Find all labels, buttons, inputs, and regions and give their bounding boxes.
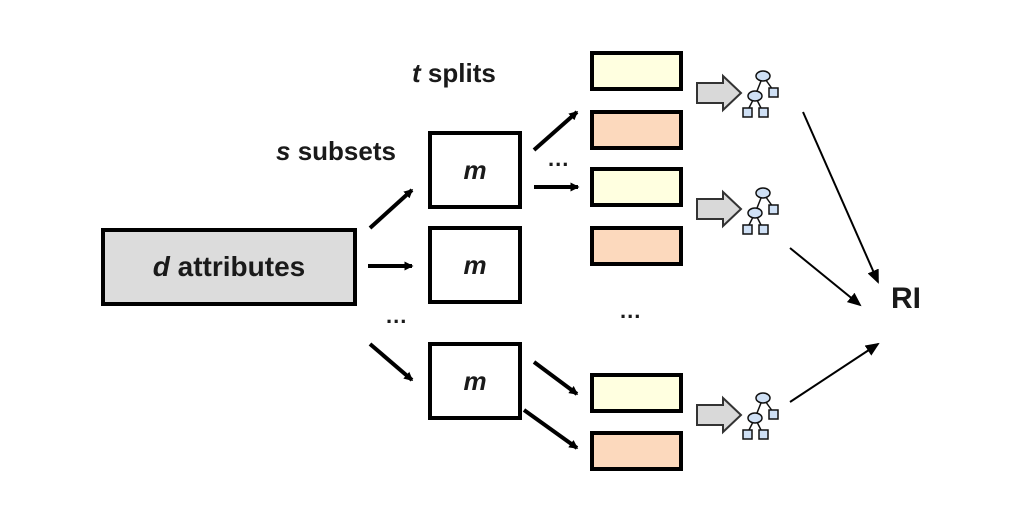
block-arrow-icon xyxy=(696,189,743,229)
subset-box-3: m xyxy=(428,342,522,420)
split-box-2b xyxy=(590,226,683,266)
block-arrow-icon xyxy=(696,395,743,435)
split-box-3a xyxy=(590,373,683,413)
split-box-2a xyxy=(590,167,683,207)
split-box-1a xyxy=(590,51,683,91)
input-text: attributes xyxy=(177,251,306,282)
arrow-to-split-3b xyxy=(522,408,579,450)
input-variable: d xyxy=(152,251,170,282)
arrow-tree1-to-ri xyxy=(802,111,879,284)
arrow-to-split-3a xyxy=(532,360,579,396)
decision-tree-icon xyxy=(742,392,779,440)
subset-box-2: m xyxy=(428,226,522,304)
subset-box-2-label: m xyxy=(463,249,487,280)
input-attributes-box: d attributes xyxy=(101,228,357,306)
decision-tree-icon xyxy=(742,70,779,118)
arrow-to-subset-3 xyxy=(368,342,414,382)
subset-box-1-label: m xyxy=(463,154,487,185)
decision-tree-icon xyxy=(742,187,779,235)
ellipsis-splits-top: ... xyxy=(548,146,570,171)
arrow-to-split-1a xyxy=(532,110,579,152)
split-box-3b xyxy=(590,431,683,471)
arrow-tree2-to-ri xyxy=(789,247,862,307)
arrow-to-subset-1 xyxy=(368,188,414,230)
subset-box-3-label: m xyxy=(463,365,487,396)
output-ri-label: RI xyxy=(891,282,921,315)
subsets-label: s subsets xyxy=(276,136,396,166)
subset-box-1: m xyxy=(428,131,522,209)
ellipsis-splits-middle: ... xyxy=(620,298,642,323)
splits-label: t splits xyxy=(412,58,496,88)
ellipsis-subsets: ... xyxy=(386,303,408,328)
split-box-1b xyxy=(590,110,683,150)
block-arrow-icon xyxy=(696,73,743,113)
arrow-tree3-to-ri xyxy=(789,342,880,403)
